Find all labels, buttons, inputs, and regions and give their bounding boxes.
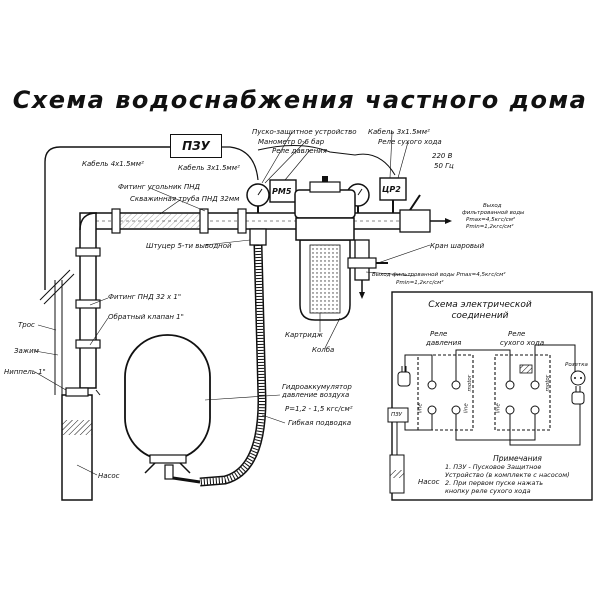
label-zazhim: Зажим	[14, 347, 39, 355]
diagram-title: Схема водоснабжения частного дома	[12, 86, 588, 114]
pump	[61, 394, 93, 501]
label-vykhod-4: Pmin=1,2кгс/см²	[466, 224, 514, 230]
cable-to-relay	[257, 144, 396, 176]
label-gidroakk-2: давление воздуха	[282, 391, 350, 399]
label-rele-davleniya: Реле давления	[272, 147, 327, 155]
label-kartridzh: Картридж	[285, 331, 323, 339]
label-frequency: 50 Гц	[434, 162, 454, 170]
accumulator-tank	[124, 334, 211, 461]
cable-4x15	[44, 146, 170, 290]
panel-terminal-motor-1: motor	[467, 374, 474, 392]
socket	[570, 370, 586, 386]
label-shtutser: Штуцер 5-ти выводной	[146, 242, 232, 250]
pzu-box: ПЗУ	[170, 134, 222, 158]
notes: Примечания 1. ПЗУ - Пусковое Защитное Ус…	[445, 454, 570, 496]
panel-rele-sukh-2: сухого хода	[500, 339, 545, 347]
label-gibkaya: Гибкая подводка	[288, 419, 352, 427]
label-manometr: Манометр 0-6 бар	[258, 138, 325, 146]
panel-rele-davl-1: Реле	[430, 330, 448, 338]
label-fiting-pnd: Фитинг ПНД 32 x 1"	[108, 293, 182, 301]
label-tros: Трос	[18, 321, 35, 329]
label-fiting-ugolnik: Фитинг угольник ПНД	[118, 183, 200, 191]
label-vykhod-1: Выход	[483, 203, 502, 209]
panel-title: Схема электрической соединений	[428, 300, 532, 321]
gauge-left-label: РМ5	[272, 187, 292, 196]
label-vykhod-bottom-1: Выход фильтрованной воды Pmax=4,5кгс/см²	[372, 272, 506, 278]
label-pusk-zashchit: Пуско-защитное устройство	[252, 128, 357, 136]
panel-rele-davl-2: давления	[426, 339, 462, 347]
panel-pzu: ПЗУ	[391, 412, 403, 418]
panel-rozetka: Розетка	[565, 362, 588, 368]
label-kran: Кран шаровый	[430, 242, 485, 250]
label-nasos: Насос	[98, 472, 120, 480]
label-shlangovaya: Скважинная труба ПНД 32мм	[130, 195, 240, 203]
label-gidroakk-3: P=1,2 - 1,5 кгс/см²	[285, 405, 353, 413]
pzu-mini	[387, 407, 409, 423]
filter-head	[294, 189, 356, 219]
flexible-hose	[199, 244, 267, 487]
label-gidroakk-1: Гидроаккумулятор	[282, 383, 352, 391]
panel-terminal-motor-2: motor	[545, 374, 552, 392]
cable-3x15	[220, 146, 259, 181]
panel-terminal-line-1: line	[417, 403, 424, 414]
panel-rele-sukh-1: Реле	[508, 330, 526, 338]
label-kabel-3x15: Кабель 3х1.5мм²	[178, 164, 240, 172]
label-voltage: 220 В	[432, 152, 453, 160]
panel-terminal-line-3: line	[495, 403, 502, 414]
label-rele-sukhogo: Реле сухого хода	[378, 138, 442, 146]
label-vykhod-2: фильтрованной воды	[462, 210, 525, 216]
panel-terminal-line-2: line	[463, 403, 470, 414]
label-kabel-4x15: Кабель 4х1.5мм²	[82, 160, 144, 168]
label-kolba: Колба	[312, 346, 335, 354]
pzu-plug	[397, 371, 411, 387]
cartridge	[309, 244, 341, 314]
label-kabel-top: Кабель 3х1.5мм²	[368, 128, 430, 136]
electrical-panel	[391, 291, 593, 501]
label-obratny: Обратный клапан 1"	[108, 313, 184, 321]
label-nippel: Ниппель 1"	[4, 368, 46, 376]
label-vykhod-3: Pmax=4,5кгс/см²	[466, 217, 516, 223]
label-vykhod-bottom-2: Pmin=1,2кгс/см²	[396, 280, 444, 286]
panel-nasos: Насос	[418, 478, 440, 486]
gauge-right-label: ЦР2	[382, 185, 401, 194]
